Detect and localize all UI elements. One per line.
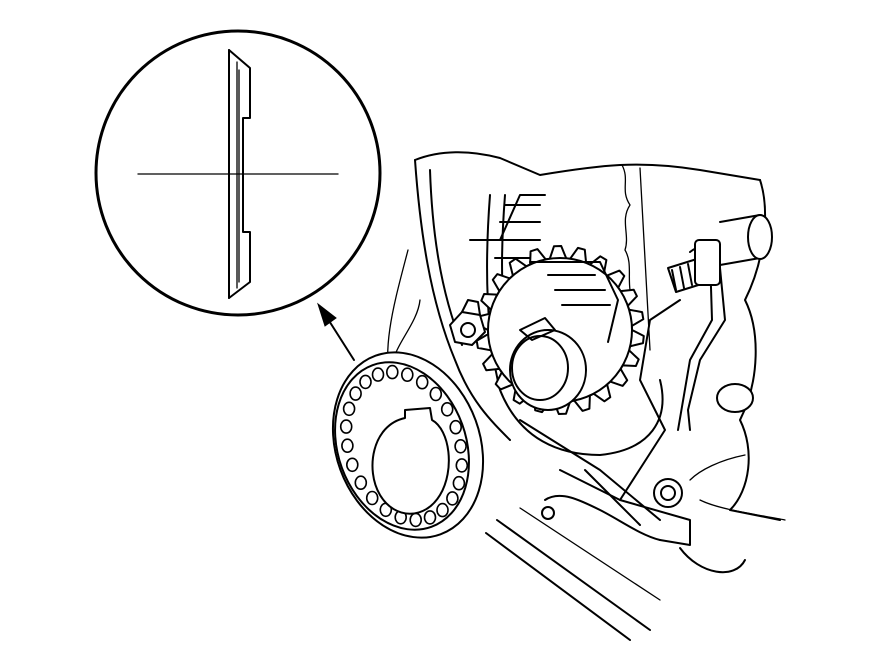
reluctor-hole bbox=[446, 491, 459, 506]
reluctor-hole bbox=[440, 401, 454, 417]
reluctor-hole bbox=[359, 374, 372, 390]
sprocket-hub bbox=[509, 317, 587, 411]
reluctor-hole bbox=[436, 502, 449, 518]
reluctor-hole bbox=[365, 490, 379, 506]
arrow-head-icon bbox=[317, 302, 337, 327]
pointer-edge-profile bbox=[228, 49, 251, 299]
reluctor-hole bbox=[371, 367, 385, 382]
cover-nut bbox=[449, 299, 486, 346]
reluctor-hole bbox=[341, 438, 354, 454]
reluctor-hole bbox=[354, 475, 368, 491]
reluctor-hole bbox=[449, 419, 463, 435]
crank-sprocket bbox=[475, 245, 645, 415]
detail-arrow bbox=[317, 302, 355, 361]
reluctor-hole bbox=[455, 458, 469, 473]
reluctor-hole bbox=[400, 367, 414, 383]
reluctor-hole bbox=[385, 364, 399, 380]
reluctor-disc bbox=[331, 351, 485, 539]
reluctor-hole bbox=[415, 374, 429, 390]
reluctor-hole bbox=[345, 457, 359, 473]
reluctor-hole bbox=[342, 401, 356, 417]
detail-magnifier bbox=[94, 29, 382, 317]
bracket-bolt bbox=[541, 214, 773, 520]
reluctor-hole bbox=[452, 475, 466, 491]
reluctor-hole bbox=[339, 419, 353, 434]
reluctor-hole bbox=[423, 510, 437, 525]
reluctor-hole bbox=[429, 386, 443, 402]
reluctor-bore bbox=[371, 407, 450, 515]
reluctor-hole bbox=[349, 386, 362, 401]
reluctor-holes bbox=[339, 364, 469, 528]
reluctor-hole bbox=[454, 438, 467, 454]
reluctor-hole bbox=[409, 512, 423, 528]
